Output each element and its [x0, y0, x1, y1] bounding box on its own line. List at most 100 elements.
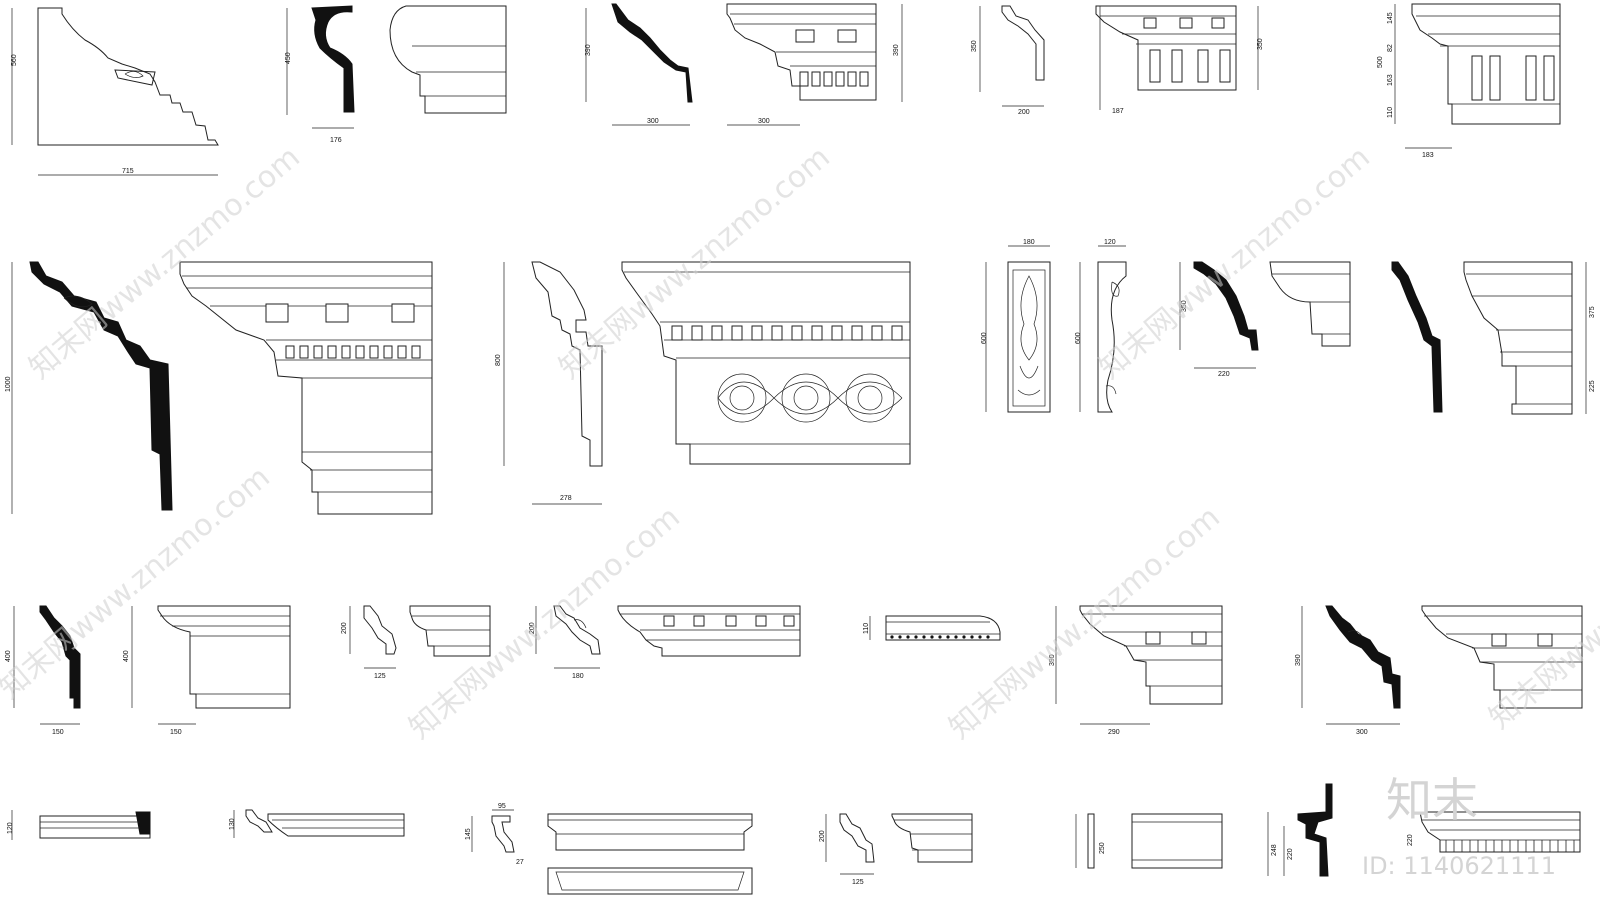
dim-d10-w: 220	[1218, 371, 1230, 378]
dim-d7-h: 800	[495, 354, 502, 366]
dim-d17-w: 290	[1108, 729, 1120, 736]
dim-d4-w: 200	[1018, 109, 1030, 116]
dim-d2-h: 450	[285, 52, 292, 64]
profile-band-36: 250	[1075, 813, 1106, 869]
elevation-cornice-20: 400 150	[123, 605, 291, 736]
dim-d12-w: 150	[52, 729, 64, 736]
dim-d8-h: 600	[981, 332, 988, 344]
molding-bead-25: 110	[863, 615, 1001, 641]
dim-d1-h: 560	[11, 54, 18, 66]
elevation-dentil-39: 220	[1407, 811, 1581, 853]
profile-small-32: 95 145 27	[465, 803, 524, 866]
dim-d1-w: 715	[122, 168, 134, 175]
dim-d5-d: 110	[1387, 107, 1394, 118]
dim-d12-h: 400	[5, 650, 12, 662]
profile-cornice-4: 390 300	[585, 3, 693, 126]
dim-d9-h: 600	[1075, 332, 1082, 344]
profile-cove-15: 350 220	[1179, 261, 1259, 378]
elevation-dentil-24	[617, 605, 801, 657]
corbel-side-14: 120 600	[1075, 239, 1127, 413]
profile-cornice-11: 800 278	[495, 261, 603, 505]
dim-d13-w: 150	[170, 729, 182, 736]
profile-cornice-6: 350 200	[971, 5, 1045, 116]
brand-id-label: ID: 1140621111	[1362, 852, 1556, 880]
profile-small-34: 200 125	[819, 813, 875, 886]
dim-d4b-w: 187	[1112, 108, 1124, 115]
rosette-ornament	[717, 373, 903, 423]
dentil-row	[799, 71, 869, 87]
elevation-entablature-10	[179, 261, 433, 515]
elevation-capital-18: 375 225	[1463, 261, 1596, 415]
dim-d11-a: 375	[1589, 306, 1596, 318]
dim-d21-b: 27	[516, 859, 524, 866]
profile-ogee-2: 450 176	[285, 5, 355, 144]
elevation-plinth-33	[547, 813, 753, 895]
dim-d23-h: 250	[1099, 842, 1106, 854]
profile-cornice-1: 560 715	[11, 7, 219, 176]
dim-d8-w: 180	[1023, 239, 1035, 246]
dentil-row	[285, 345, 421, 359]
elevation-cove-16	[1269, 261, 1351, 347]
dim-d20-h: 130	[229, 818, 236, 830]
dim-d19-h: 120	[7, 822, 14, 834]
dim-d5-c: 163	[1387, 74, 1394, 86]
dim-d3b-w: 300	[758, 118, 770, 125]
dim-d5-w: 183	[1422, 152, 1434, 159]
dim-d24-a: 248	[1271, 844, 1278, 856]
elevation-entablature-8: 145 82 500 163 110 183	[1377, 3, 1561, 159]
dim-d21-w: 95	[498, 803, 506, 810]
dim-d9-w: 120	[1104, 239, 1116, 246]
elevation-cornice-26: 390 290	[1049, 605, 1223, 736]
dim-d4-h: 350	[971, 40, 978, 52]
dim-d18-w: 300	[1356, 729, 1368, 736]
dim-d3-w: 300	[647, 118, 659, 125]
dim-d21-h: 145	[465, 828, 472, 840]
profile-cornice-27: 390 300	[1295, 605, 1401, 736]
elevation-small-35	[891, 813, 973, 863]
dim-d6-h: 1000	[5, 376, 12, 392]
corbel-front-13: 180 600	[981, 239, 1051, 413]
elevation-dentil-5: 390 300	[726, 3, 903, 126]
profile-cornice-17	[1391, 261, 1443, 413]
molding-strip-29: 120	[7, 810, 151, 840]
dim-d3-h: 390	[585, 44, 592, 56]
elevation-band-37	[1131, 813, 1223, 869]
elevation-cornice-28	[1421, 605, 1583, 709]
dim-d18-h: 390	[1295, 654, 1302, 666]
dim-d25-h: 220	[1407, 834, 1414, 846]
molding-strip-31	[267, 813, 405, 837]
dim-d10-h: 350	[1181, 300, 1188, 312]
dim-d15-w: 180	[572, 673, 584, 680]
dim-d14-h: 200	[341, 622, 348, 634]
elevation-small-22	[409, 605, 491, 657]
dim-d22-w: 125	[852, 879, 864, 886]
dim-d13-h: 400	[123, 650, 130, 662]
profile-cornice-38: 248 220	[1267, 783, 1333, 877]
dim-d5-h: 500	[1377, 56, 1384, 68]
profile-small-23: 200 180	[529, 605, 601, 680]
brand-block: 知末 ID: 1140621111	[1362, 773, 1556, 880]
dim-d2-w: 176	[330, 137, 342, 144]
dim-d4b-h: 350	[1257, 38, 1264, 50]
dim-d17-h: 390	[1049, 654, 1056, 666]
profile-cornice-9: 1000	[5, 261, 173, 514]
dim-d24-b: 220	[1287, 848, 1294, 860]
dim-d16-h: 110	[863, 623, 870, 634]
dim-d7-w: 278	[560, 495, 572, 502]
dim-d5-b: 82	[1387, 44, 1394, 52]
elevation-frieze-12	[621, 261, 911, 465]
profile-strip-30: 130	[229, 809, 273, 838]
dentil-row	[671, 325, 903, 341]
dim-d15-h: 200	[529, 622, 536, 634]
dim-d14-w: 125	[374, 673, 386, 680]
dim-d5-a: 145	[1387, 12, 1394, 24]
elevation-panels-7: 187 350	[1095, 5, 1264, 115]
dim-d22-h: 200	[819, 830, 826, 842]
brand-logo: 知末	[1386, 773, 1478, 827]
dim-d11-b: 225	[1589, 380, 1596, 392]
elevation-capital-3	[389, 5, 507, 114]
profile-cornice-19: 400 150	[5, 605, 81, 736]
dim-d3b-h: 390	[893, 44, 900, 56]
profile-small-21: 200 125	[341, 605, 397, 680]
